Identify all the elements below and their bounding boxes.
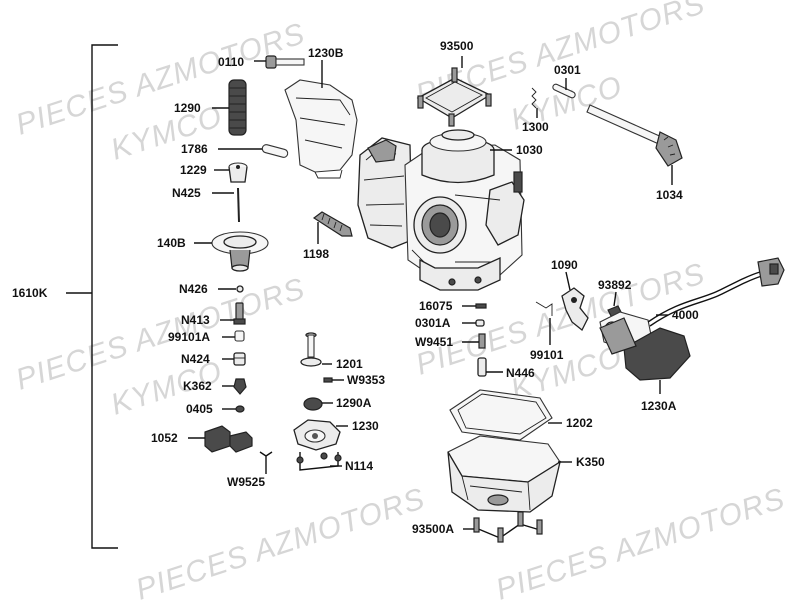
label-n413: N413 bbox=[181, 313, 210, 327]
part-1230b-cover: 1230B bbox=[284, 46, 358, 179]
label-0301a: 0301A bbox=[415, 316, 451, 330]
label-w9353: W9353 bbox=[347, 373, 385, 387]
label-w9451: W9451 bbox=[415, 335, 453, 349]
part-w9525-screw: W9525 bbox=[227, 451, 273, 489]
label-1230a: 1230A bbox=[641, 399, 677, 413]
part-w9353-screw: W9353 bbox=[323, 373, 385, 387]
part-0301a-pin: 0301A bbox=[415, 316, 485, 330]
label-1290a: 1290A bbox=[336, 396, 372, 410]
part-1090-lever: 1090 bbox=[551, 258, 589, 332]
part-k362-screw: K362 bbox=[183, 378, 247, 395]
part-1290a-spring: 1290A bbox=[303, 396, 372, 411]
label-93500a: 93500A bbox=[412, 522, 454, 536]
label-1610k: 1610K bbox=[12, 286, 48, 300]
part-1202-gasket: 1202 bbox=[449, 389, 593, 441]
part-1198-screw: 1198 bbox=[303, 211, 353, 261]
part-w9451-screw: W9451 bbox=[415, 333, 486, 349]
part-0110-screw: 0110 bbox=[218, 55, 305, 69]
label-4000: 4000 bbox=[672, 308, 699, 322]
label-k362: K362 bbox=[183, 379, 212, 393]
watermark-text: KYMCO bbox=[107, 100, 227, 167]
label-1201: 1201 bbox=[336, 357, 363, 371]
part-1230-cover: 1230 bbox=[293, 419, 379, 451]
part-0301-pin: 0301 bbox=[552, 63, 581, 99]
label-93892: 93892 bbox=[598, 278, 632, 292]
label-16075: 16075 bbox=[419, 299, 453, 313]
label-1198: 1198 bbox=[303, 247, 329, 261]
part-1201-plunger: 1201 bbox=[300, 332, 363, 371]
label-0301: 0301 bbox=[554, 63, 581, 77]
part-1290-spring: 1290 bbox=[174, 79, 247, 136]
label-n425: N425 bbox=[172, 186, 201, 200]
part-1030-carburetor-body: 1030 bbox=[357, 129, 543, 291]
part-n424-emulsion: N424 bbox=[181, 352, 246, 366]
kit-bracket: 1610K bbox=[12, 44, 118, 549]
label-1290: 1290 bbox=[174, 101, 201, 115]
label-93500: 93500 bbox=[440, 39, 474, 53]
label-1300: 1300 bbox=[522, 120, 549, 134]
part-16075-screw: 16075 bbox=[419, 299, 487, 313]
label-1034: 1034 bbox=[656, 188, 683, 202]
part-1300-spring: 1300 bbox=[522, 87, 549, 134]
part-1229-holder: 1229 bbox=[180, 162, 248, 183]
label-99101: 99101 bbox=[530, 348, 564, 362]
part-99101a-jet: 99101A bbox=[168, 330, 245, 344]
part-n446-valve: N446 bbox=[477, 357, 535, 380]
part-99101-spring: 99101 bbox=[530, 301, 564, 362]
label-k350: K350 bbox=[576, 455, 605, 469]
label-n446: N446 bbox=[506, 366, 535, 380]
label-n114: N114 bbox=[345, 459, 373, 473]
label-140b: 140B bbox=[157, 236, 186, 250]
part-1034-shaft: 1034 bbox=[586, 104, 683, 202]
label-n424: N424 bbox=[181, 352, 210, 366]
part-n425-needle: N425 bbox=[172, 186, 240, 223]
part-1786-pin: 1786 bbox=[181, 142, 289, 158]
part-n413-jet: N413 bbox=[181, 302, 246, 327]
label-1229: 1229 bbox=[180, 163, 207, 177]
label-99101a: 99101A bbox=[168, 330, 210, 344]
label-0110: 0110 bbox=[218, 55, 244, 69]
part-k350-float-bowl: K350 bbox=[447, 435, 605, 513]
label-1230: 1230 bbox=[352, 419, 379, 433]
part-140b-diaphragm: 140B bbox=[157, 231, 269, 272]
label-n426: N426 bbox=[179, 282, 208, 296]
label-1202: 1202 bbox=[566, 416, 593, 430]
part-0405-oring: 0405 bbox=[186, 402, 245, 416]
part-93500a-screws: 93500A bbox=[412, 511, 543, 543]
part-1052-sensor: 1052 bbox=[151, 425, 253, 453]
part-n426-clip: N426 bbox=[179, 282, 244, 296]
label-1052: 1052 bbox=[151, 431, 178, 445]
part-n114-screws: N114 bbox=[296, 452, 373, 473]
watermark-layer: PIECES AZMOTORS KYMCO PIECES AZMOTORS KY… bbox=[12, 0, 789, 600]
label-1230b: 1230B bbox=[308, 46, 344, 60]
label-0405: 0405 bbox=[186, 402, 213, 416]
part-93500-screws: 93500 bbox=[416, 39, 492, 127]
label-1030: 1030 bbox=[516, 143, 543, 157]
watermark-text: PIECES AZMOTORS bbox=[132, 482, 429, 600]
part-1230a-cover: 1230A bbox=[599, 317, 691, 413]
label-1090: 1090 bbox=[551, 258, 578, 272]
label-w9525: W9525 bbox=[227, 475, 265, 489]
label-1786: 1786 bbox=[181, 142, 208, 156]
